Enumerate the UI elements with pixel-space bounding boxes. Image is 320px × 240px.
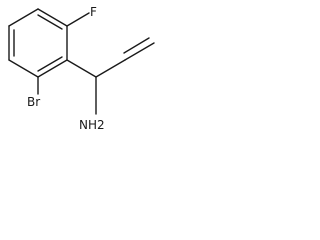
ring-bond-bottom-right-bottom xyxy=(37,59,68,78)
bromine-atom-label: Br xyxy=(27,95,40,109)
vinyl-double-bond-inner xyxy=(123,37,150,54)
ring-bond-bottom-bottom-left xyxy=(8,59,39,78)
benzene-ring xyxy=(8,8,68,78)
ring-bond-top-top-right xyxy=(37,8,68,27)
ring-bond-top-left-top xyxy=(8,8,39,27)
bond-chiral-carbon-to-vinyl-carbon xyxy=(95,59,126,78)
ring-double-bond-bottom-right xyxy=(37,56,63,72)
bond-ring-to-chiral-carbon xyxy=(66,59,97,78)
ring-double-bond-top-right xyxy=(37,14,63,30)
bond-ring-to-fluorine xyxy=(66,12,90,27)
amine-group-label: NH2 xyxy=(79,118,105,132)
chemical-structure-diagram: F Br NH2 xyxy=(8,5,155,132)
vinyl-double-bond-outer xyxy=(124,42,155,61)
fluorine-atom-label: F xyxy=(90,5,97,19)
